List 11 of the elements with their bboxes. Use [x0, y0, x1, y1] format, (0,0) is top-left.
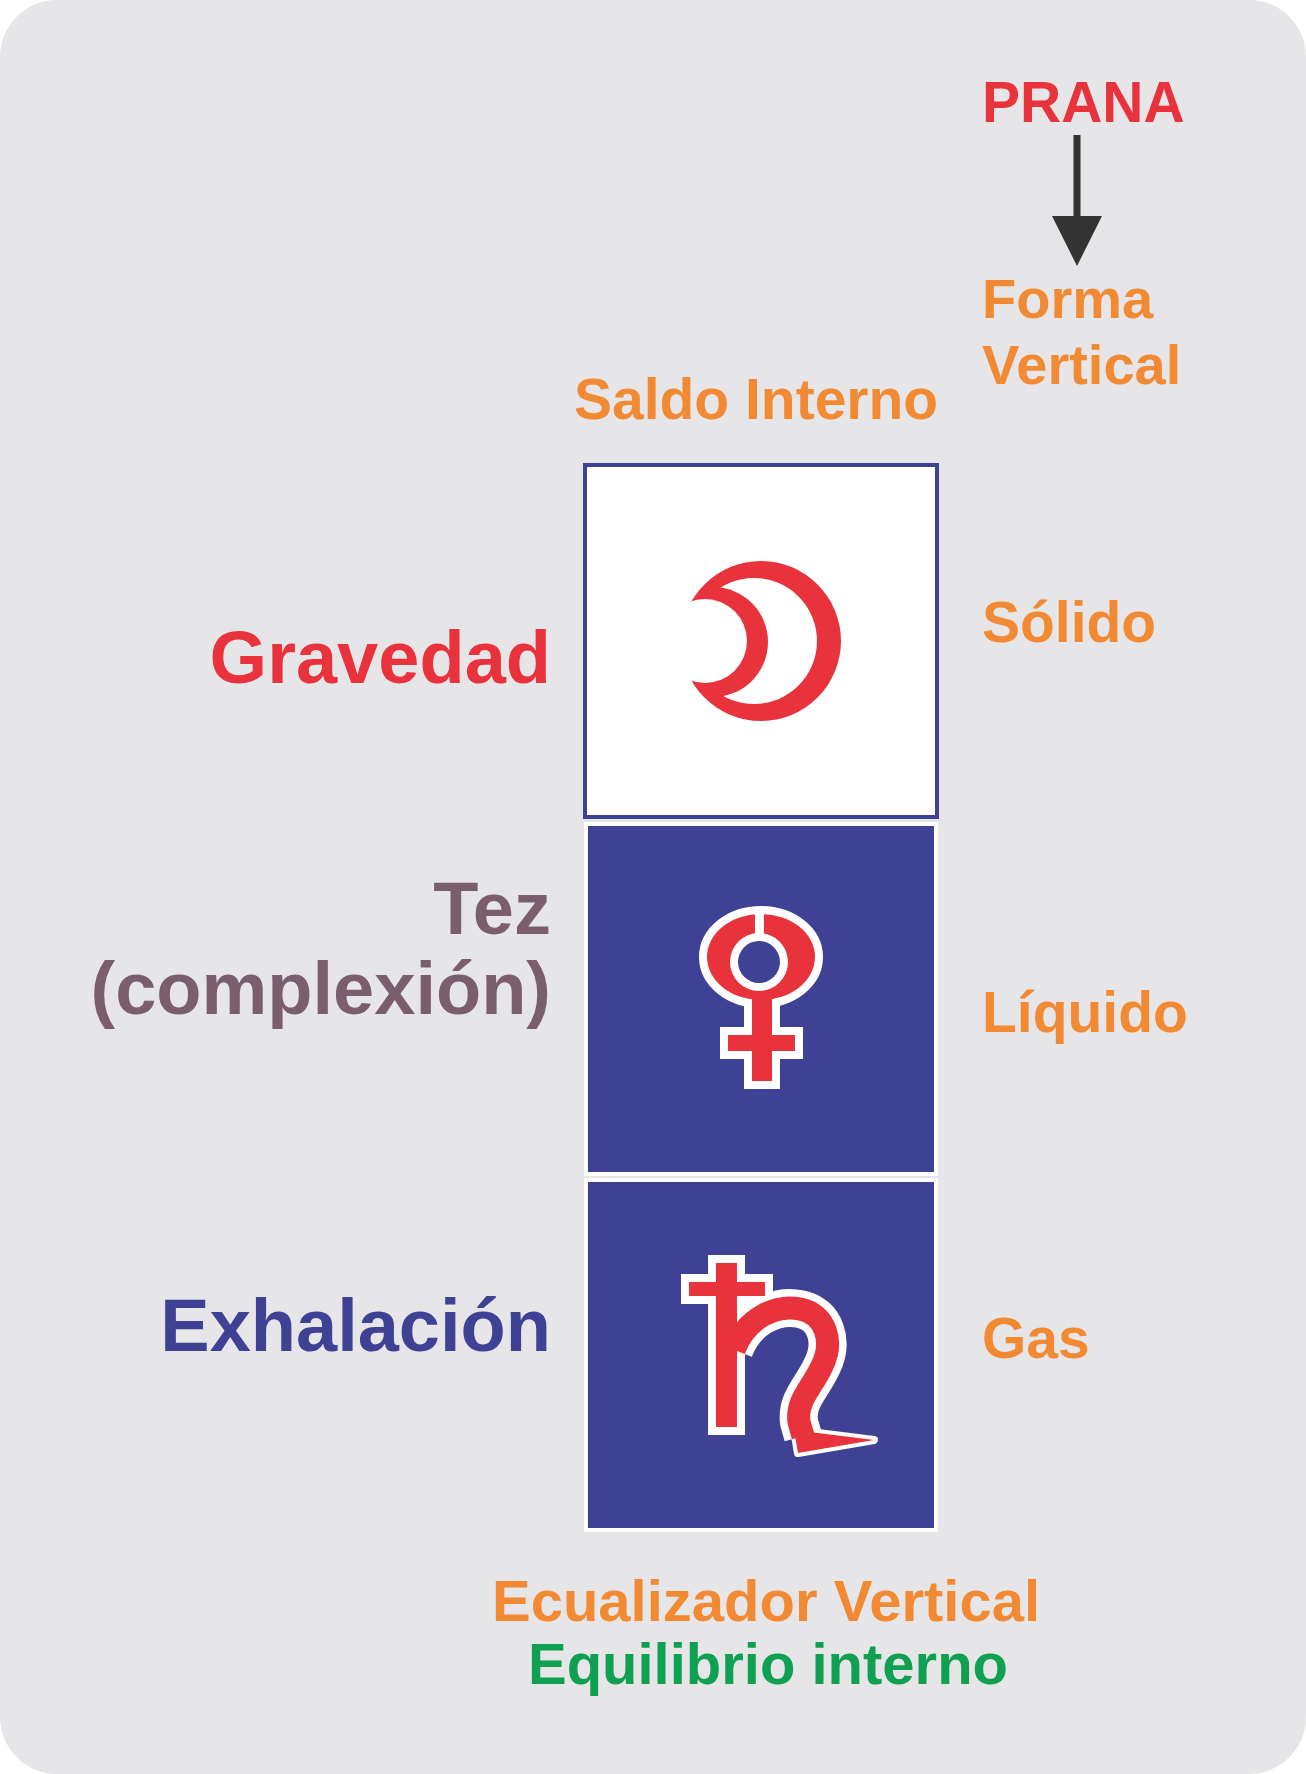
node-label: Forma Vertical [982, 266, 1197, 398]
caption-text: Ecualizador Vertical [492, 1568, 1040, 1634]
column-heading: Saldo Interno [574, 366, 939, 432]
side-label: Gas [982, 1305, 1090, 1371]
side-label: Sólido [982, 589, 1157, 655]
node-label: PRANA [982, 69, 1185, 135]
side-label: Gravedad [209, 618, 551, 698]
side-label: Exhalación [160, 1286, 551, 1366]
side-label: Líquido [982, 979, 1188, 1045]
side-label: Tez (complexión) [89, 869, 551, 1029]
caption-text: Equilibrio interno [527, 1631, 1009, 1697]
